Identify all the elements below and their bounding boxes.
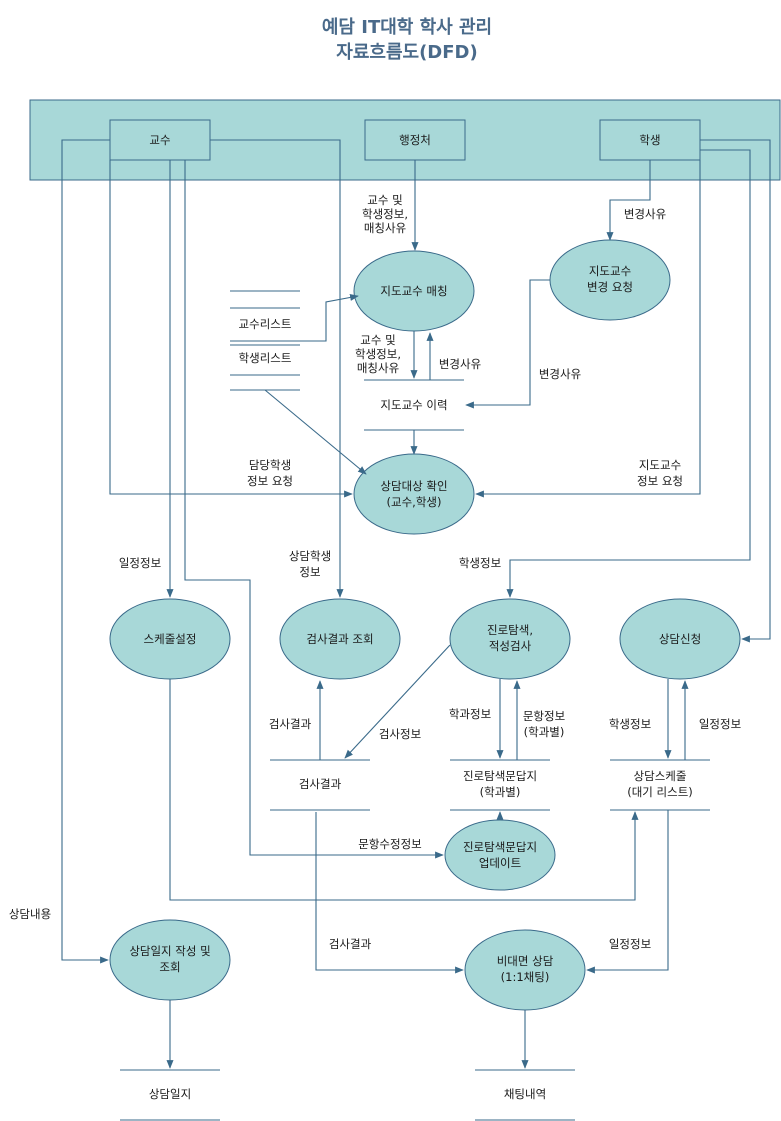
entity-professor-label: 교수 xyxy=(149,133,170,147)
store-test-results-label: 검사결과 xyxy=(299,777,342,791)
title-line1: 예담 IT대학 학사 관리 xyxy=(322,16,492,38)
edge-professor-to-target xyxy=(109,160,353,498)
edge-list-to-matching xyxy=(300,293,359,342)
process-consult-journal-label1: 상담일지 작성 및 xyxy=(129,944,210,958)
edge-professor-to-resultview xyxy=(210,139,344,598)
edge-professor-to-journal xyxy=(61,139,110,964)
store-consult-journal-label: 상담일지 xyxy=(149,1087,191,1101)
process-target-check-label1: 상담대상 확인 xyxy=(380,479,447,493)
flow-label-schedule-info: 일정정보 xyxy=(119,556,161,570)
flow-label-info-l2: 학생정보, xyxy=(362,207,408,221)
edge-student-to-apply xyxy=(700,139,771,643)
flow-label-student-info2: 학생정보 xyxy=(609,717,651,731)
process-schedule-setting-label: 스케줄설정 xyxy=(144,632,197,646)
process-advisor-change-label1: 지도교수 xyxy=(589,264,631,278)
store-student-list-label: 학생리스트 xyxy=(239,351,292,365)
edge-professor-to-update xyxy=(184,160,444,859)
process-questionnaire-update-label1: 진로탐색문답지 xyxy=(463,840,537,854)
process-career-test xyxy=(449,598,571,680)
flow-label-advisor-req-l2: 정보 요청 xyxy=(637,474,683,488)
edge-results-to-online xyxy=(315,812,464,974)
flow-label-consult-content: 상담내용 xyxy=(9,907,51,921)
process-advisor-change-label2: 변경 요청 xyxy=(587,280,633,294)
edge-career-to-results xyxy=(344,644,451,759)
flow-label-test-result: 검사결과 xyxy=(269,717,312,731)
flow-label-info-l1: 교수 및 xyxy=(367,193,402,207)
flow-label-change-reason-mid: 변경사유 xyxy=(539,367,581,381)
process-questionnaire-update-label2: 업데이트 xyxy=(479,856,521,870)
store-professor-list xyxy=(230,290,300,342)
process-career-test-label1: 진로탐색, xyxy=(487,623,533,637)
edge-schedule-to-online xyxy=(586,810,669,974)
store-advisor-history-label: 지도교수 이력 xyxy=(380,398,447,412)
flow-label-info2-l3: 매칭사유 xyxy=(357,361,399,375)
store-questionnaire-label1: 진로탐색문답지 xyxy=(463,769,537,783)
process-consult-journal-label2: 조회 xyxy=(159,960,180,974)
process-consult-apply xyxy=(619,598,741,680)
store-consult-schedule-label2: (대기 리스트) xyxy=(627,785,693,799)
flow-label-info-l3: 매칭사유 xyxy=(364,221,406,235)
flow-label-consult-student-l1: 상담학생 xyxy=(289,549,331,563)
process-target-check xyxy=(353,453,475,535)
flow-label-change-reason-top: 변경사유 xyxy=(624,207,666,221)
flow-label-schedule-info3: 일정정보 xyxy=(609,937,651,951)
process-target-check-label2: (교수,학생) xyxy=(387,495,442,509)
flow-label-consult-student-l2: 정보 xyxy=(299,565,320,579)
store-chat-log xyxy=(475,1069,575,1121)
process-result-view xyxy=(279,598,401,680)
flow-label-change-reason: 변경사유 xyxy=(439,357,481,371)
edge-student-to-change xyxy=(606,160,651,241)
flow-label-assigned-l2: 정보 요청 xyxy=(247,474,293,488)
store-consult-schedule xyxy=(610,759,710,811)
entity-admin xyxy=(364,119,466,161)
edge-schedule-to-consultschedule xyxy=(169,679,639,901)
flow-label-info2-l1: 교수 및 xyxy=(360,333,395,347)
flow-label-question-edit: 문항수정정보 xyxy=(358,837,421,851)
store-questionnaire-label2: (학과별) xyxy=(480,785,521,799)
entity-admin-label: 행정처 xyxy=(399,133,431,147)
entity-student-label: 학생 xyxy=(639,133,660,147)
edge-student-to-career xyxy=(506,149,751,598)
process-result-view-label: 검사결과 조회 xyxy=(306,632,373,646)
flow-label-student-info: 학생정보 xyxy=(459,556,501,570)
process-online-consult-label2: (1:1채팅) xyxy=(501,970,550,984)
flow-label-advisor-req-l1: 지도교수 xyxy=(639,458,681,472)
store-consult-journal xyxy=(120,1069,220,1121)
flow-label-question-info-l2: (학과별) xyxy=(524,725,565,739)
entity-professor xyxy=(109,119,211,161)
store-questionnaire xyxy=(450,759,550,811)
store-consult-schedule-label1: 상담스케줄 xyxy=(634,769,687,783)
process-online-consult-label1: 비대면 상담 xyxy=(497,954,554,968)
flow-label-schedule-info2: 일정정보 xyxy=(699,717,741,731)
store-chat-log-label: 채팅내역 xyxy=(504,1087,546,1101)
edge-studentlist-to-target xyxy=(264,389,367,475)
edge-change-to-history xyxy=(465,279,550,409)
store-professor-list-label: 교수리스트 xyxy=(239,317,292,331)
title-line2: 자료흐름도(DFD) xyxy=(336,42,477,63)
edge-student-to-target xyxy=(475,160,701,498)
flow-label-test-result2: 검사결과 xyxy=(329,937,372,951)
flow-label-info2-l2: 학생정보, xyxy=(355,347,401,361)
process-consult-apply-label: 상담신청 xyxy=(659,632,701,646)
process-advisor-matching-label: 지도교수 매칭 xyxy=(380,284,447,298)
flow-label-test-info: 검사정보 xyxy=(379,727,421,741)
process-questionnaire-update xyxy=(444,819,556,891)
flow-label-assigned-l1: 담당학생 xyxy=(249,458,291,472)
process-career-test-label2: 적성검사 xyxy=(489,639,532,653)
flow-label-dept-info: 학과정보 xyxy=(449,707,491,721)
flow-label-question-info-l1: 문항정보 xyxy=(523,709,565,723)
